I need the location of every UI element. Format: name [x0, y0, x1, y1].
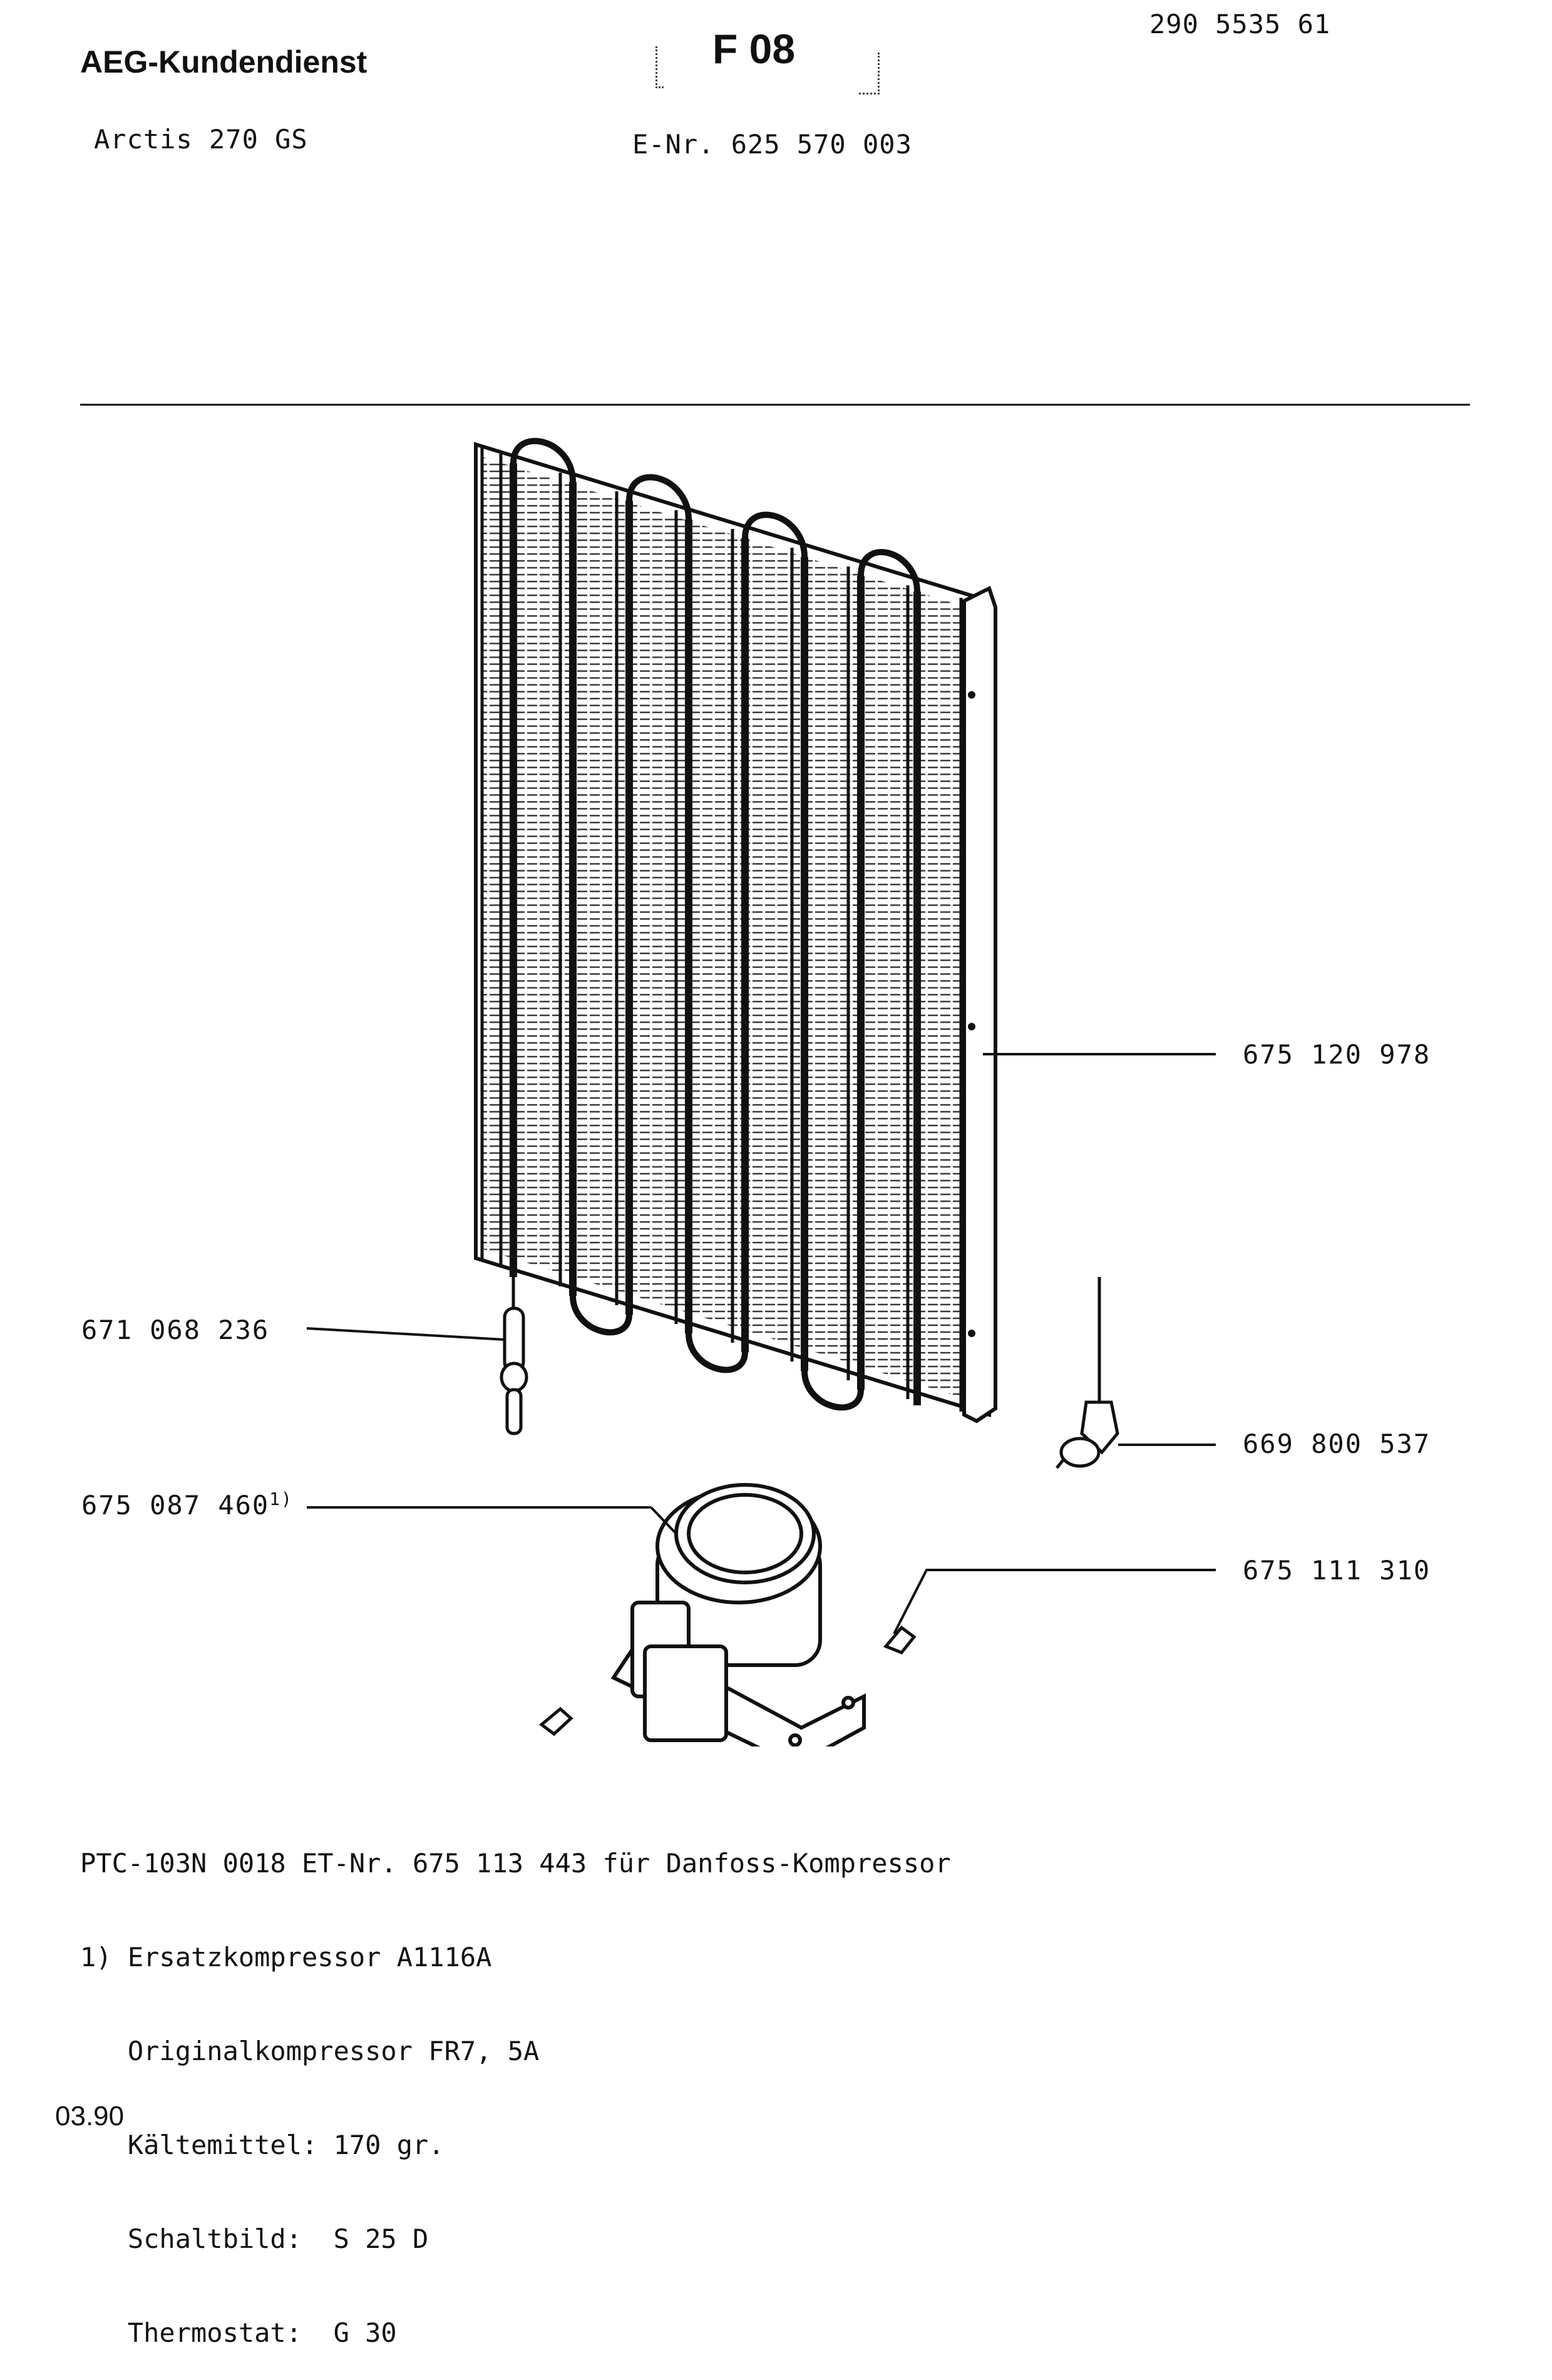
code-bracket-left — [655, 46, 664, 88]
header-divider — [80, 404, 1470, 406]
clip-right — [883, 1625, 917, 1655]
part-number-compressor: 675 087 4601) — [81, 1489, 293, 1521]
notes-block: PTC-103N 0018 ET-Nr. 675 113 443 für Dan… — [80, 1785, 951, 2380]
thermostat-sensor — [1056, 1277, 1119, 1469]
brand-title: AEG-Kundendienst — [80, 44, 367, 80]
part-number-sensor: 669 800 537 — [1243, 1429, 1431, 1459]
clip-left — [538, 1706, 573, 1736]
issue-date: 03.90 — [55, 2101, 125, 2131]
dryer-leader — [306, 1327, 505, 1341]
section-code: F 08 — [712, 26, 796, 72]
note-line: Originalkompressor FR7, 5A — [80, 2036, 540, 2066]
parts-drawing — [306, 438, 1216, 1747]
document-number: 290 5535 61 — [1149, 9, 1331, 39]
note-line: Schaltbild: S 25 D — [80, 2224, 429, 2254]
compressor-footnote-mark: 1) — [269, 1489, 293, 1509]
note-line: 1) Ersatzkompressor A1116A — [80, 1942, 492, 1972]
part-number-condenser: 675 120 978 — [1243, 1039, 1431, 1070]
part-number-dryer: 671 068 236 — [81, 1315, 270, 1345]
code-bracket-right — [859, 53, 880, 95]
part-number-clip: 675 111 310 — [1243, 1555, 1431, 1586]
condenser-panel — [474, 438, 997, 1423]
note-line: Thermostat: G 30 — [80, 2317, 397, 2348]
clip-leader — [893, 1569, 1216, 1634]
compressor — [610, 1483, 866, 1747]
model-name: Arctis 270 GS — [94, 124, 308, 155]
note-line: Kältemittel: 170 gr. — [80, 2130, 445, 2160]
filter-dryer — [500, 1277, 528, 1435]
note-line: PTC-103N 0018 ET-Nr. 675 113 443 für Dan… — [80, 1848, 951, 1879]
compressor-part-number: 675 087 460 — [81, 1490, 270, 1521]
e-number: E-Nr. 625 570 003 — [632, 129, 912, 160]
